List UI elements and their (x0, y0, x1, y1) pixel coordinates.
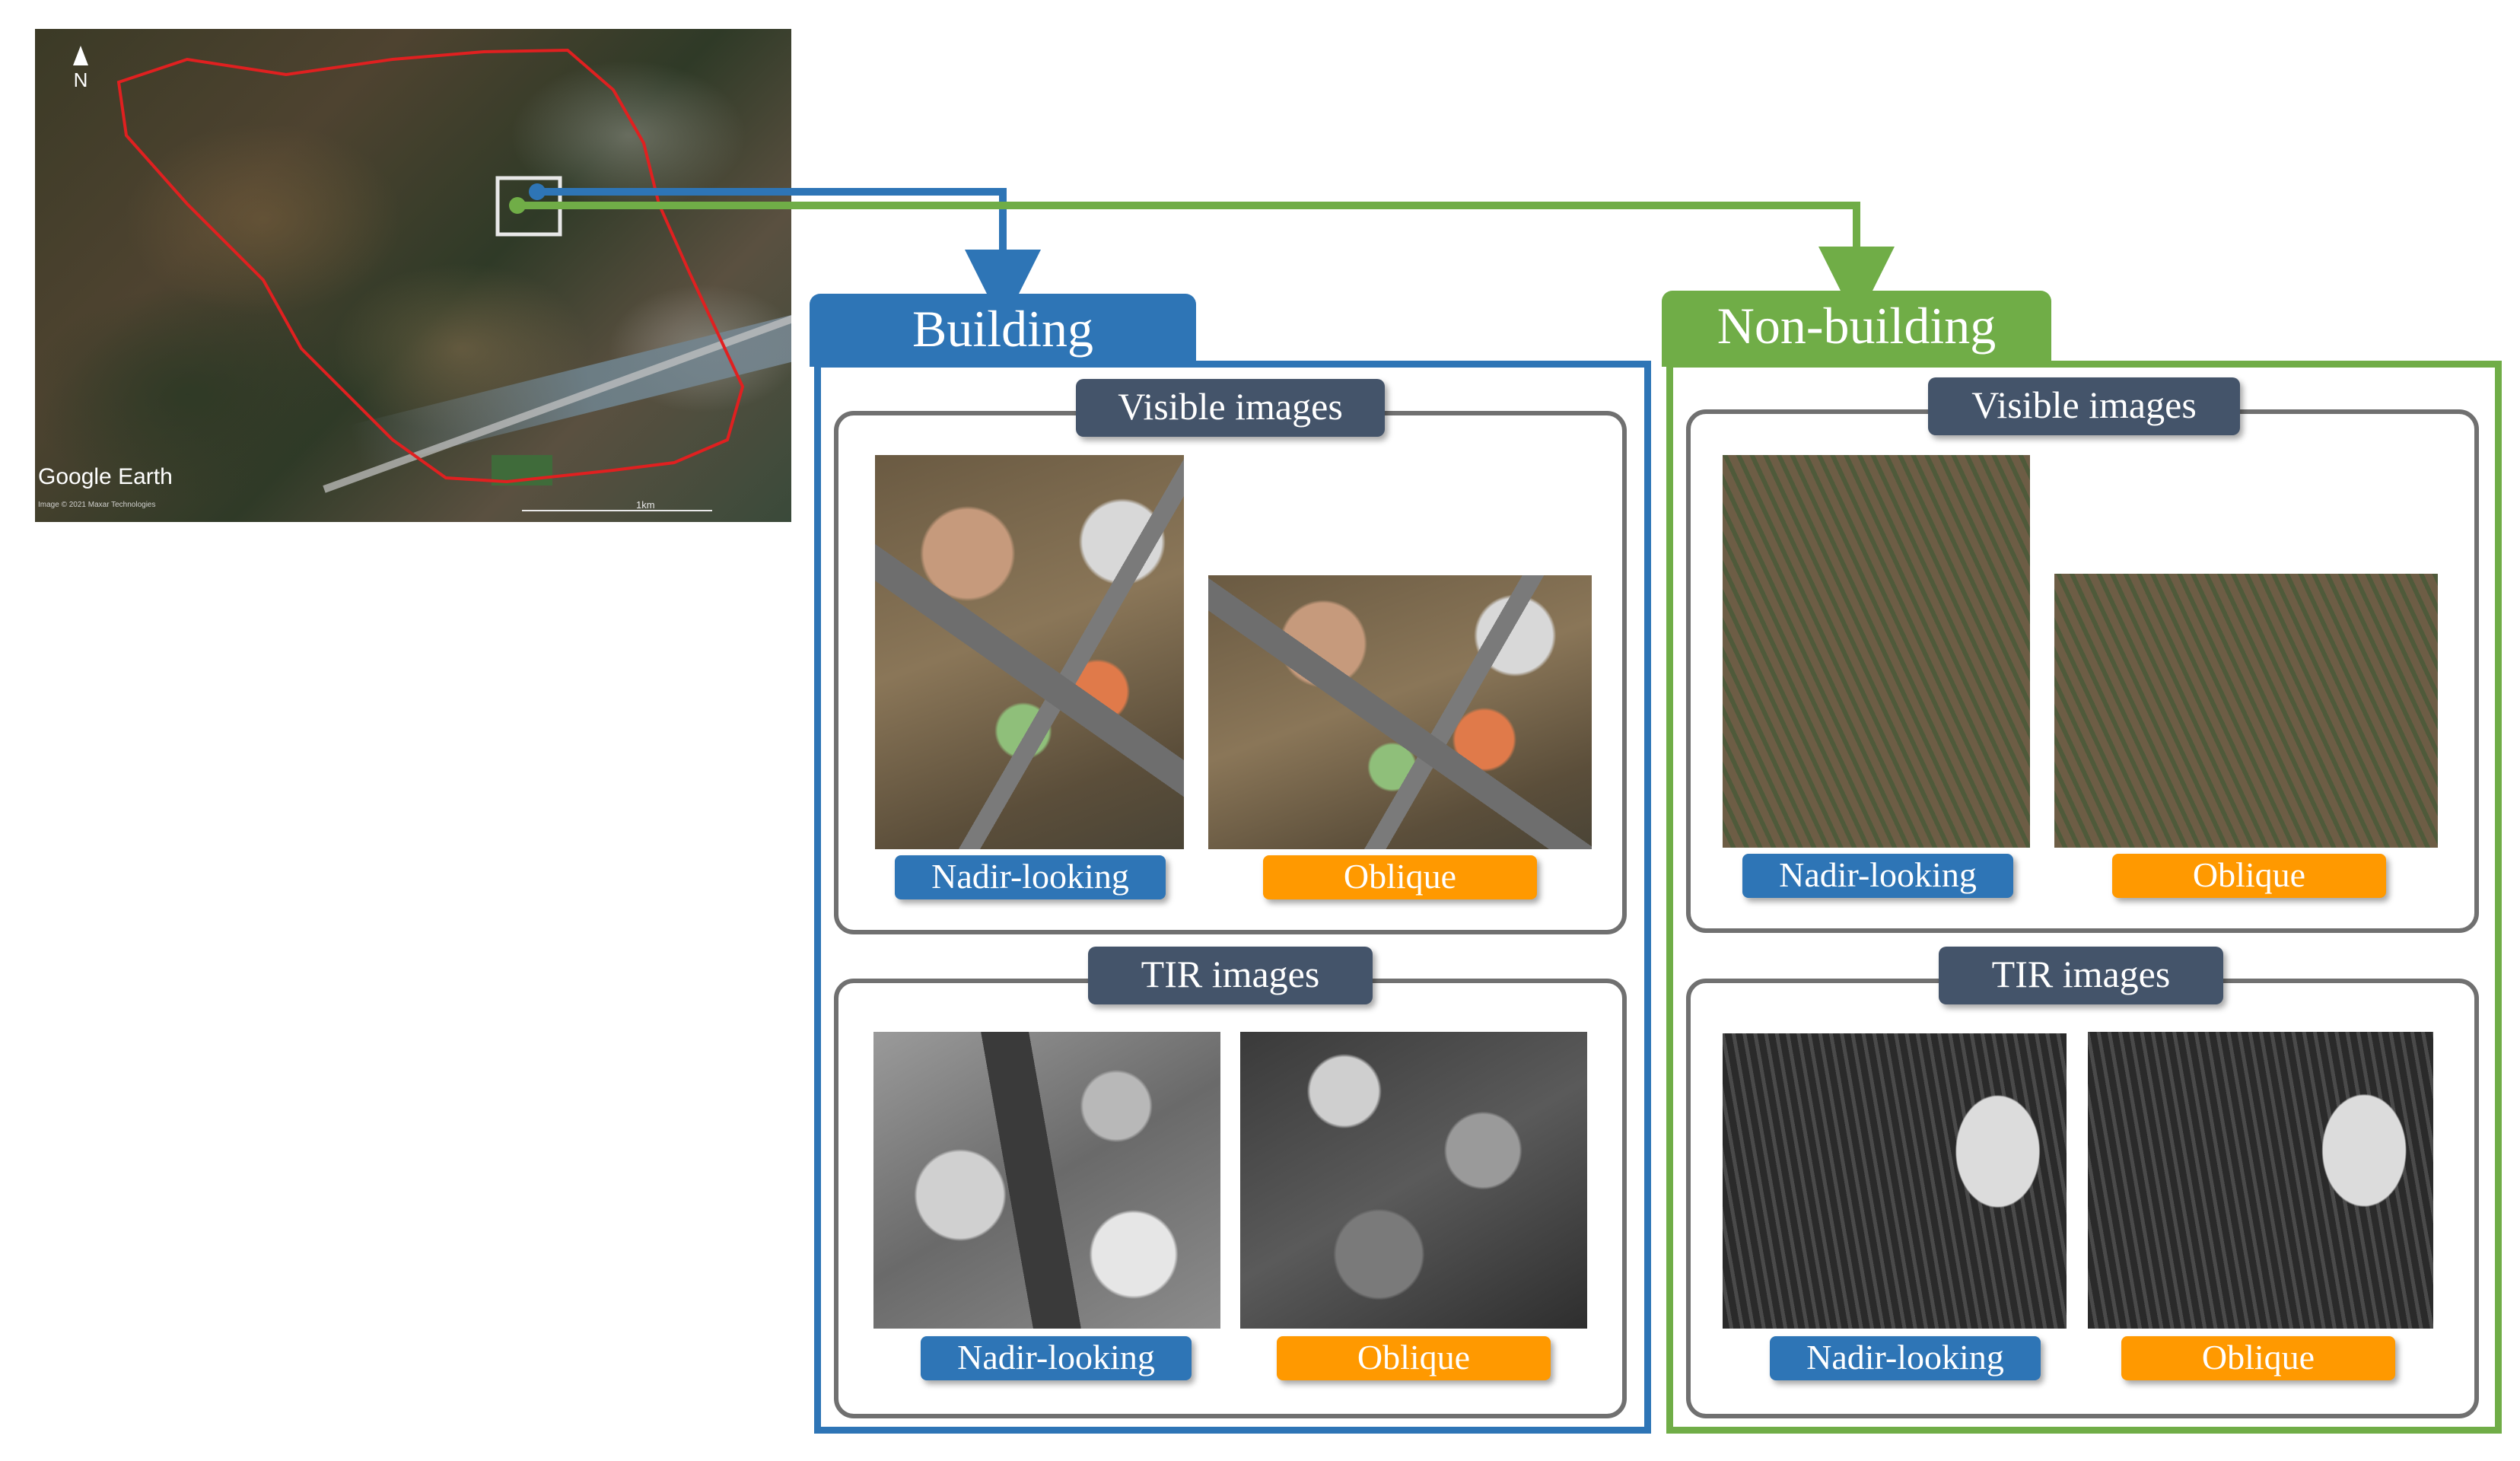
building-tir-oblique-image (1240, 1032, 1587, 1329)
non-building-tir-nadir-image (1723, 1033, 2067, 1329)
non-building-visible-nadir-image (1723, 455, 2030, 848)
map-scale-label: 1km (636, 499, 655, 511)
study-area-boundary (116, 48, 745, 484)
building-tir-nadir-tag: Nadir-looking (921, 1336, 1192, 1380)
building-section-title: Building (810, 294, 1196, 367)
building-section-frame (814, 361, 1651, 1434)
building-visible-nadir-tag: Nadir-looking (895, 855, 1166, 899)
building-visible-oblique-tag: Oblique (1263, 855, 1537, 899)
building-visible-label: Visible images (1076, 379, 1385, 437)
non-building-section-frame (1666, 361, 2502, 1434)
non-building-connector-arrow (517, 202, 1895, 323)
map-credit: Image © 2021 Maxar Technologies (38, 501, 156, 509)
building-tir-nadir-image (873, 1032, 1220, 1329)
non-building-tir-label: TIR images (1939, 947, 2223, 1004)
building-visible-oblique-image (1208, 575, 1592, 849)
non-building-section-title: Non-building (1662, 291, 2051, 367)
non-building-visible-label: Visible images (1928, 377, 2240, 435)
north-indicator: N (65, 46, 96, 99)
map-brand-logo: Google Earth (38, 464, 173, 489)
building-connector-arrow (537, 188, 1041, 326)
non-building-visible-oblique-image (2054, 574, 2438, 848)
non-building-tir-nadir-tag: Nadir-looking (1770, 1336, 2041, 1380)
map-scale-bar (522, 510, 712, 511)
north-arrow-icon (73, 46, 88, 65)
building-tir-oblique-tag: Oblique (1277, 1336, 1551, 1380)
satellite-map: N Google Earth Image © 2021 Maxar Techno… (35, 29, 791, 522)
non-building-visible-oblique-tag: Oblique (2112, 854, 2386, 898)
non-building-visible-nadir-tag: Nadir-looking (1742, 854, 2013, 898)
non-building-tir-oblique-image (2088, 1032, 2433, 1329)
building-tir-label: TIR images (1088, 947, 1373, 1004)
non-building-tir-oblique-tag: Oblique (2121, 1336, 2395, 1380)
north-label: N (73, 68, 88, 91)
building-visible-nadir-image (875, 455, 1184, 849)
